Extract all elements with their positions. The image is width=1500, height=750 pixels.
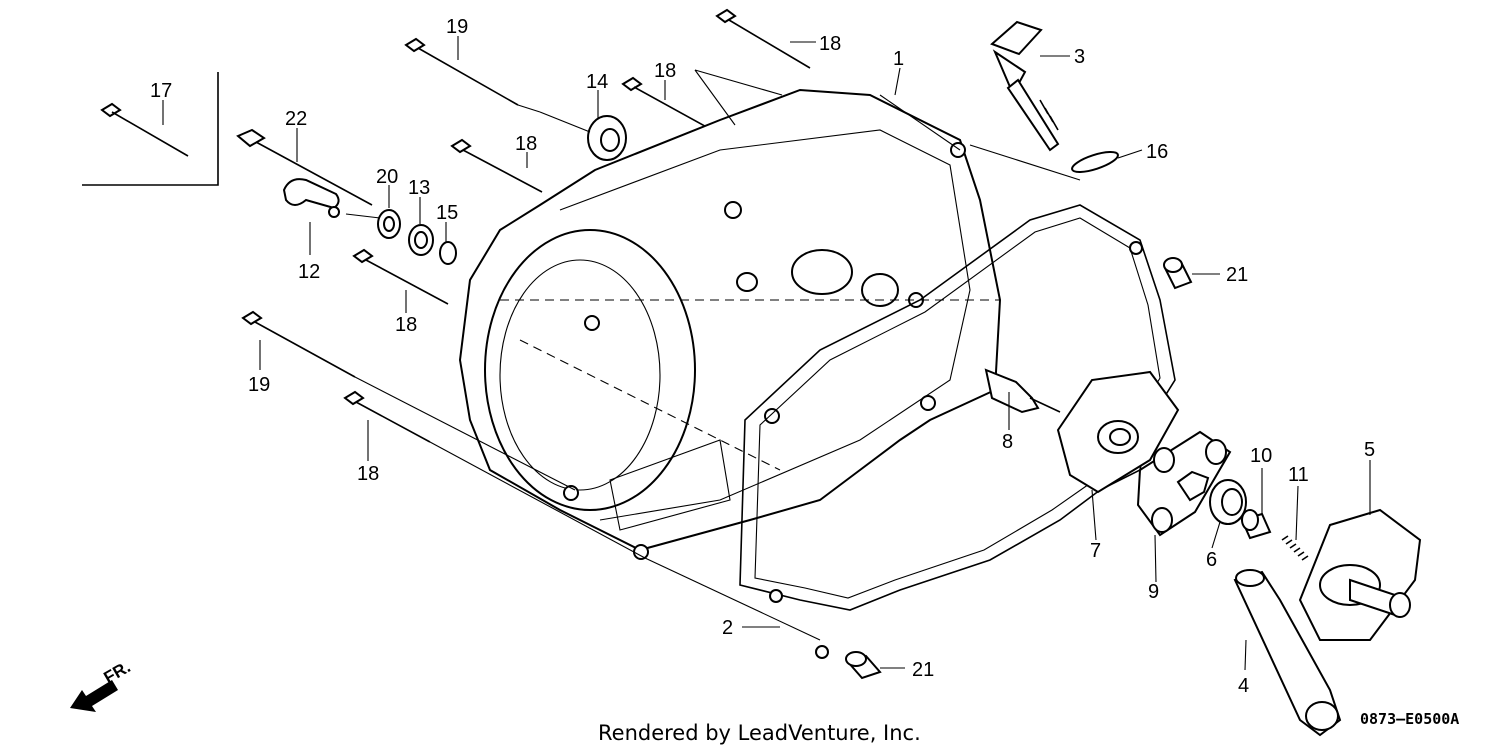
callout-16: 16 [1146,141,1168,163]
callout-19-lower: 19 [248,374,270,396]
dowel-pin-21-bottom[interactable] [845,651,882,680]
cam-plate-9[interactable] [1136,430,1232,537]
callout-18-bottom: 18 [357,463,379,485]
callout-11: 11 [1288,464,1309,486]
bolt-18-middle[interactable] [621,76,713,131]
callout-14: 14 [586,71,608,93]
dowel-pin-21-top[interactable] [1163,257,1193,290]
callouts: 17 22 19 18 18 14 18 20 13 15 12 18 19 1… [150,16,1375,697]
collar-10[interactable] [1240,509,1272,540]
callout-6: 6 [1206,549,1217,571]
bolt-18-bottom[interactable] [343,390,431,443]
bolt-17-bracket [82,72,219,186]
alignment-lines [345,69,1081,641]
oil-seal-13[interactable] [408,224,434,256]
callout-22: 22 [285,108,307,130]
stud-bolt-8[interactable] [984,368,1061,414]
callout-3: 3 [1074,46,1085,68]
clutch-lifter-plate-7[interactable] [1056,370,1180,494]
oil-filler-cap-3[interactable] [990,20,1060,152]
bolt-17[interactable] [100,102,189,157]
callout-1: 1 [893,48,904,70]
footer-credit: Rendered by LeadVenture, Inc. [598,721,921,745]
o-ring-15[interactable] [439,241,457,265]
callout-18-top: 18 [819,33,841,55]
bolt-19-top[interactable] [404,37,519,106]
callout-20: 20 [376,166,398,188]
crankcase-cover-1[interactable] [458,88,1002,560]
callout-21-bottom: 21 [912,659,934,681]
callout-18-lower: 18 [395,314,417,336]
bolt-18-left[interactable] [450,138,543,193]
callout-9: 9 [1148,581,1159,603]
callout-7: 7 [1090,540,1101,562]
o-ring-16[interactable] [1070,148,1120,176]
callout-15: 15 [436,202,458,224]
callout-4: 4 [1238,675,1249,697]
callout-13: 13 [408,177,430,199]
front-direction-label: FR. [101,657,134,687]
callout-8: 8 [1002,431,1013,453]
seal-6[interactable] [1209,479,1247,525]
bearing-20[interactable] [377,209,401,239]
bolt-18-top[interactable] [715,8,811,69]
bearing-14[interactable] [587,115,627,161]
clutch-lever-4[interactable] [1233,569,1342,737]
callout-10: 10 [1250,445,1272,467]
callout-18-middle: 18 [654,60,676,82]
leader-lines [162,36,1371,671]
callout-18-left: 18 [515,133,537,155]
clutch-cam-5[interactable] [1298,508,1422,641]
callout-17: 17 [150,80,172,102]
diagram-code: 0873–E0500A [1360,710,1459,728]
callout-19-top: 19 [446,16,468,38]
front-direction-arrow-icon: FR. [70,657,134,712]
spring-11[interactable] [1281,535,1309,561]
callout-5: 5 [1364,439,1375,461]
bolt-18-lower[interactable] [352,248,449,305]
bolt-22[interactable] [236,128,373,206]
callout-2: 2 [722,617,733,639]
cable-clamp-12[interactable] [282,178,340,218]
bolt-19-lower[interactable] [241,310,356,378]
callout-21-top: 21 [1226,264,1248,286]
callout-12: 12 [298,261,320,283]
